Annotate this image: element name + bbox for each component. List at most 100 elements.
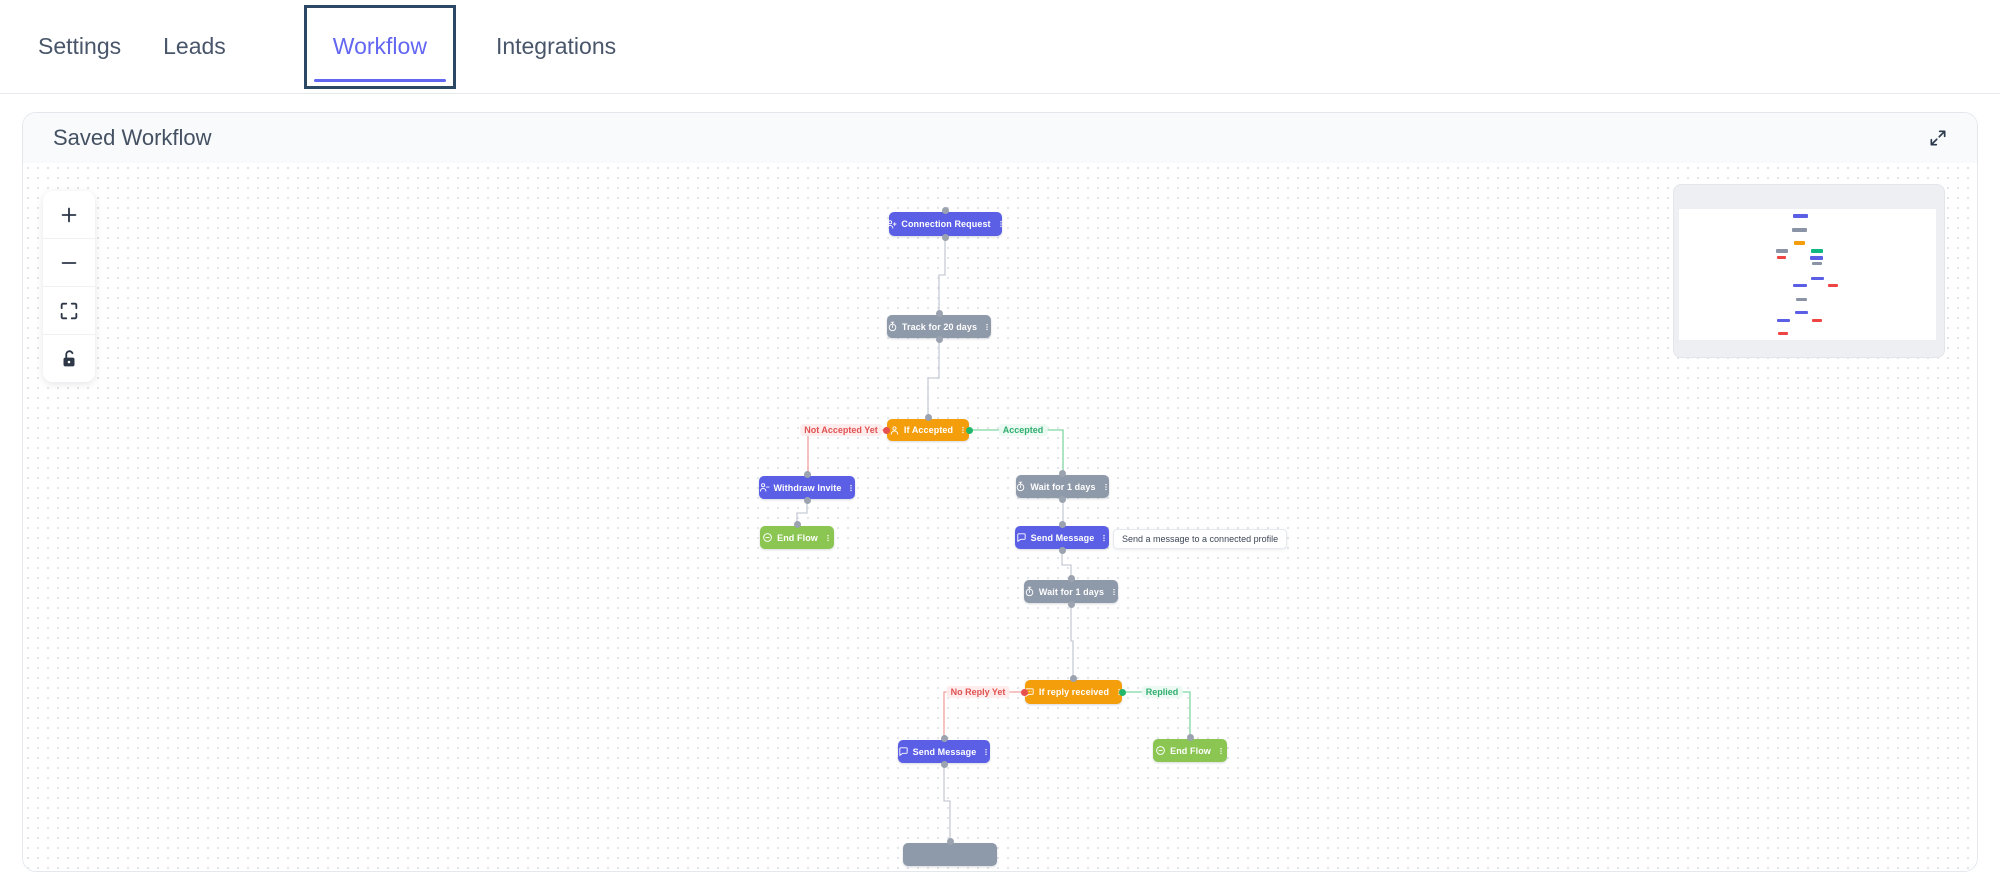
node-label: Withdraw Invite bbox=[773, 482, 842, 493]
node-label: End Flow bbox=[1170, 745, 1211, 756]
flow-edge bbox=[807, 429, 887, 476]
active-tab-underline bbox=[313, 78, 446, 82]
handle-bottom bbox=[803, 497, 811, 504]
handle-bottom bbox=[935, 336, 943, 343]
edge-label: No Reply Yet bbox=[946, 686, 1010, 698]
minimap-node bbox=[1811, 277, 1824, 280]
minimap-node bbox=[1795, 311, 1808, 314]
node-label: Connection Request bbox=[901, 219, 991, 229]
flow-node-send-message-2[interactable]: Send Message bbox=[898, 735, 990, 768]
handle-left bbox=[1021, 688, 1028, 696]
node-menu-icon[interactable] bbox=[824, 533, 832, 543]
tab-settings[interactable]: Settings bbox=[38, 33, 122, 59]
flow-node-if-accepted[interactable]: If Accepted bbox=[883, 414, 973, 441]
expand-icon[interactable] bbox=[1925, 125, 1951, 151]
panel-header: Saved Workflow bbox=[23, 113, 1977, 164]
node-label: Track for 20 days bbox=[901, 321, 978, 332]
flow-node-wait-1-days-a[interactable]: Wait for 1 days bbox=[1015, 470, 1110, 503]
handle-bottom bbox=[1067, 601, 1075, 608]
node-label: Send Message bbox=[912, 746, 977, 757]
flow-edge bbox=[927, 338, 940, 419]
node-label: End Flow bbox=[777, 532, 818, 543]
person-plus-icon bbox=[886, 219, 897, 230]
minimap-node bbox=[1812, 262, 1822, 265]
lock-icon bbox=[58, 348, 80, 370]
handle-top bbox=[793, 521, 801, 528]
flow-node-wait-1-days-b[interactable]: Wait for 1 days bbox=[1024, 575, 1118, 608]
node-menu-icon[interactable] bbox=[959, 425, 967, 435]
minimap-viewport bbox=[1679, 209, 1936, 340]
canvas-controls bbox=[43, 191, 95, 382]
handle-top bbox=[1059, 470, 1066, 477]
node-menu-icon[interactable] bbox=[983, 322, 991, 332]
node-menu-icon[interactable] bbox=[1217, 746, 1225, 756]
node-label: Send Message bbox=[1030, 532, 1095, 543]
person-minus-icon bbox=[759, 482, 770, 493]
tab-workflow[interactable]: Workflow bbox=[332, 33, 427, 59]
flow-edge bbox=[943, 763, 951, 843]
edge-label: Accepted bbox=[998, 424, 1048, 436]
handle-top bbox=[1067, 575, 1075, 582]
handle-bottom bbox=[940, 761, 948, 768]
flow-node-track-20-days[interactable]: Track for 20 days bbox=[887, 310, 991, 343]
tab-leads[interactable]: Leads bbox=[163, 33, 226, 59]
flow-node-if-reply-received[interactable]: If reply received bbox=[1021, 675, 1126, 704]
chat-icon bbox=[1016, 532, 1027, 543]
flow-edge bbox=[1122, 691, 1191, 739]
handle-right bbox=[966, 426, 973, 434]
minimap-node bbox=[1794, 241, 1805, 245]
saved-workflow-panel: Saved Workflow Send a message to a conne… bbox=[22, 112, 1978, 872]
flow-node-end-flow-1[interactable]: End Flow bbox=[760, 521, 834, 549]
flow-edge bbox=[943, 691, 1025, 740]
zoom-out-button[interactable] bbox=[43, 239, 95, 287]
tab-bar: Settings Leads Workflow Integrations bbox=[0, 0, 2000, 94]
handle-left bbox=[883, 426, 890, 434]
minimap-node bbox=[1776, 249, 1788, 253]
node-menu-icon[interactable] bbox=[982, 747, 990, 757]
minimap-node bbox=[1777, 319, 1790, 322]
fit-icon bbox=[58, 300, 80, 322]
edge-label: Replied bbox=[1141, 686, 1183, 698]
panel-title: Saved Workflow bbox=[53, 125, 212, 150]
workflow-canvas[interactable]: Send a message to a connected profile Co… bbox=[23, 163, 1977, 871]
tab-integrations[interactable]: Integrations bbox=[495, 33, 617, 59]
flow-edge bbox=[938, 236, 946, 315]
node-menu-icon[interactable] bbox=[997, 219, 1005, 229]
fit-view-button[interactable] bbox=[43, 287, 95, 335]
node-menu-icon[interactable] bbox=[1110, 587, 1118, 597]
plus-icon bbox=[58, 204, 80, 226]
minimap-node bbox=[1810, 256, 1823, 260]
zoom-in-button[interactable] bbox=[43, 191, 95, 239]
timer-icon bbox=[1024, 586, 1035, 597]
handle-right bbox=[1119, 688, 1126, 696]
timer-icon bbox=[887, 321, 898, 332]
flow-node-connection-request[interactable]: Connection Request bbox=[886, 207, 1005, 241]
flow-node-withdraw-invite[interactable]: Withdraw Invite bbox=[759, 471, 855, 504]
node-menu-icon[interactable] bbox=[1100, 533, 1108, 543]
flow-node-end-flow-2[interactable]: End Flow bbox=[1153, 734, 1227, 762]
node-menu-icon[interactable] bbox=[847, 483, 855, 493]
tab-workflow-focus-box: Workflow bbox=[303, 4, 456, 89]
flow-edge bbox=[1070, 603, 1074, 680]
minimap-node bbox=[1793, 284, 1807, 287]
minimap-node bbox=[1792, 228, 1807, 232]
minus-circle-icon bbox=[762, 532, 773, 543]
handle-top bbox=[946, 838, 954, 845]
handle-bottom bbox=[942, 234, 949, 241]
handle-bottom bbox=[1059, 496, 1066, 503]
node-label: If reply received bbox=[1038, 687, 1110, 697]
minimap-node bbox=[1812, 319, 1822, 322]
handle-top bbox=[924, 414, 932, 421]
node-menu-icon[interactable] bbox=[1102, 482, 1110, 492]
node-tooltip: Send a message to a connected profile bbox=[1113, 529, 1288, 549]
edge-label: Not Accepted Yet bbox=[800, 424, 882, 436]
flow-node-next-step-partial[interactable] bbox=[903, 838, 997, 866]
minus-circle-icon bbox=[1155, 745, 1166, 756]
minimap[interactable] bbox=[1673, 184, 1945, 358]
lock-button[interactable] bbox=[43, 335, 95, 382]
minimap-node bbox=[1778, 332, 1788, 335]
person-icon bbox=[889, 425, 900, 436]
timer-icon bbox=[1015, 481, 1026, 492]
flow-node-send-message-1[interactable]: Send Message bbox=[1015, 521, 1109, 554]
handle-top bbox=[942, 207, 949, 214]
